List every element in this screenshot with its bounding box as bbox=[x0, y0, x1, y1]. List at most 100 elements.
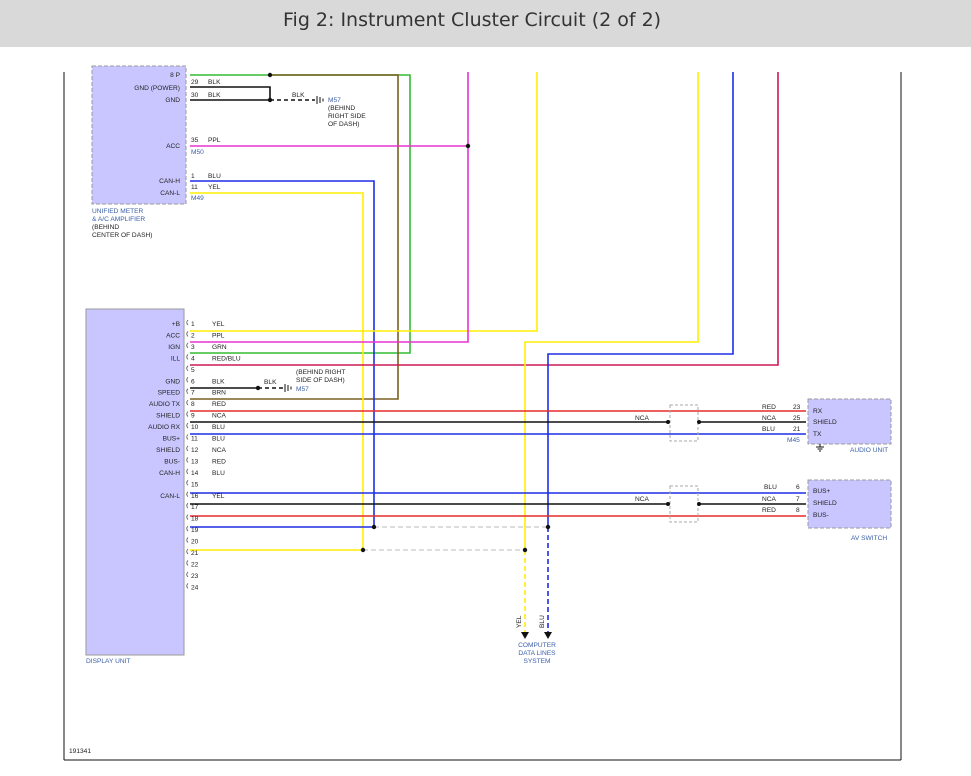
module-name: (BEHIND bbox=[92, 224, 119, 231]
page-title: Fig 2: Instrument Cluster Circuit (2 of … bbox=[283, 9, 662, 31]
pin-terminal bbox=[186, 468, 189, 475]
top-wire-color: YEL bbox=[208, 184, 221, 191]
du-pin-label: +B bbox=[172, 321, 181, 328]
wire-top-8p-green bbox=[190, 74, 411, 354]
display-unit-box bbox=[85, 308, 185, 656]
pin-terminal bbox=[186, 411, 189, 417]
du-pin-label: ILL bbox=[171, 355, 180, 362]
du-pin-num: 23 bbox=[191, 573, 199, 580]
top-pin-num: 35 bbox=[191, 137, 199, 144]
ground-location: RIGHT SIDE bbox=[328, 113, 366, 120]
pin-terminal bbox=[186, 354, 189, 360]
av-wire: BLU bbox=[764, 484, 777, 491]
pin-terminal bbox=[186, 491, 189, 498]
pin-terminal bbox=[186, 388, 189, 394]
du-pin-label: CAN-H bbox=[159, 470, 180, 477]
top-pin-label: CAN-H bbox=[159, 178, 180, 185]
ground-location: (BEHIND RIGHT bbox=[296, 369, 345, 376]
du-pin-num: 15 bbox=[191, 481, 199, 488]
pin-terminal bbox=[186, 422, 189, 429]
shield-label: NCA bbox=[635, 496, 650, 503]
module-name: SYSTEM bbox=[523, 658, 550, 665]
ground-location: OF DASH) bbox=[328, 121, 360, 128]
pin-terminal bbox=[186, 342, 189, 349]
av-wire: NCA bbox=[762, 496, 777, 503]
du-wire-color: BLK bbox=[212, 378, 225, 385]
du-wire-color: NCA bbox=[212, 447, 227, 454]
top-wire-color: PPL bbox=[208, 137, 221, 144]
wire-top-gnd-power bbox=[190, 86, 271, 100]
av-pin-num: 7 bbox=[796, 496, 800, 503]
connector-ref: M49 bbox=[191, 195, 204, 202]
audio-pin-label: SHIELD bbox=[813, 419, 837, 426]
top-pin-label: GND bbox=[165, 97, 180, 104]
ground-icon bbox=[816, 444, 824, 452]
du-pin-num: 22 bbox=[191, 561, 199, 568]
av-switch-box bbox=[807, 479, 892, 529]
du-pin-num: 13 bbox=[191, 458, 199, 465]
top-pin-label: GND (POWER) bbox=[134, 85, 180, 92]
du-pin-num: 16 bbox=[191, 493, 199, 500]
wire-ppl-acc bbox=[190, 72, 469, 343]
junction-dot bbox=[545, 524, 551, 530]
du-pin-num: 19 bbox=[191, 527, 199, 534]
junction-dot bbox=[267, 97, 273, 103]
du-pin-num: 14 bbox=[191, 470, 199, 477]
pin-terminal bbox=[186, 537, 189, 543]
du-pin-num: 24 bbox=[191, 584, 199, 591]
du-pin-label: SPEED bbox=[158, 390, 181, 397]
du-pin-num: 7 bbox=[191, 390, 195, 397]
audio-wire: NCA bbox=[762, 415, 777, 422]
module-name: AV SWITCH bbox=[851, 535, 887, 542]
top-pin-label: 8 P bbox=[170, 72, 180, 79]
junction-dot bbox=[522, 547, 528, 553]
ground-location: SIDE OF DASH) bbox=[296, 377, 345, 384]
av-pin-label: SHIELD bbox=[813, 500, 837, 507]
du-pin-num: 1 bbox=[191, 321, 195, 328]
wire-blue-data bbox=[547, 72, 734, 527]
module-name: DATA LINES bbox=[518, 650, 556, 657]
du-wire-color: RED/BLU bbox=[212, 355, 241, 362]
du-wire-color: YEL bbox=[212, 493, 225, 500]
av-wire: RED bbox=[762, 507, 776, 514]
top-pin-num: 29 bbox=[191, 79, 199, 86]
du-pin-label: BUS- bbox=[164, 458, 180, 465]
pin-terminal bbox=[186, 502, 189, 509]
ground-location: (BEHIND bbox=[328, 105, 355, 112]
pin-terminal bbox=[186, 560, 189, 566]
du-wire-color: RED bbox=[212, 458, 226, 465]
wire-red-blu-ill bbox=[190, 72, 779, 366]
du-pin-label: SHIELD bbox=[156, 447, 180, 454]
top-pin-num: 30 bbox=[191, 92, 199, 99]
du-wire-color: BLU bbox=[212, 424, 225, 431]
top-pin-label: CAN-L bbox=[160, 190, 180, 197]
module-name: UNIFIED METER bbox=[92, 208, 144, 215]
data-line-wire: YEL bbox=[516, 615, 523, 628]
title-bar: Fig 2: Instrument Cluster Circuit (2 of … bbox=[0, 0, 971, 47]
pin-terminal bbox=[186, 571, 189, 578]
du-wire-color: BLU bbox=[212, 470, 225, 477]
pin-terminal bbox=[186, 457, 189, 463]
du-pin-num: 20 bbox=[191, 539, 199, 546]
du-pin-num: 17 bbox=[191, 504, 199, 511]
av-pin-num: 6 bbox=[796, 484, 800, 491]
audio-wire: RED bbox=[762, 404, 776, 411]
du-pin-label: IGN bbox=[168, 344, 180, 351]
du-pin-label: GND bbox=[165, 378, 180, 385]
ground-icon bbox=[316, 96, 324, 104]
top-pin-num: 1 bbox=[191, 173, 195, 180]
du-wire-color: NCA bbox=[212, 413, 227, 420]
pin-terminal bbox=[186, 434, 189, 440]
wire-top-canl bbox=[190, 192, 364, 550]
top-wire-color: BLK bbox=[208, 79, 221, 86]
du-pin-num: 11 bbox=[191, 436, 198, 443]
du-pin-num: 2 bbox=[191, 332, 195, 339]
audio-wire: BLU bbox=[762, 426, 775, 433]
pin-terminal bbox=[186, 319, 189, 326]
junction-dot bbox=[371, 524, 377, 530]
top-module-box bbox=[91, 65, 187, 205]
figure-id: 191341 bbox=[69, 748, 91, 755]
du-wire-color: YEL bbox=[212, 321, 225, 328]
module-name: & A/C AMPLIFIER bbox=[92, 216, 145, 223]
du-pin-label: CAN-L bbox=[160, 493, 180, 500]
